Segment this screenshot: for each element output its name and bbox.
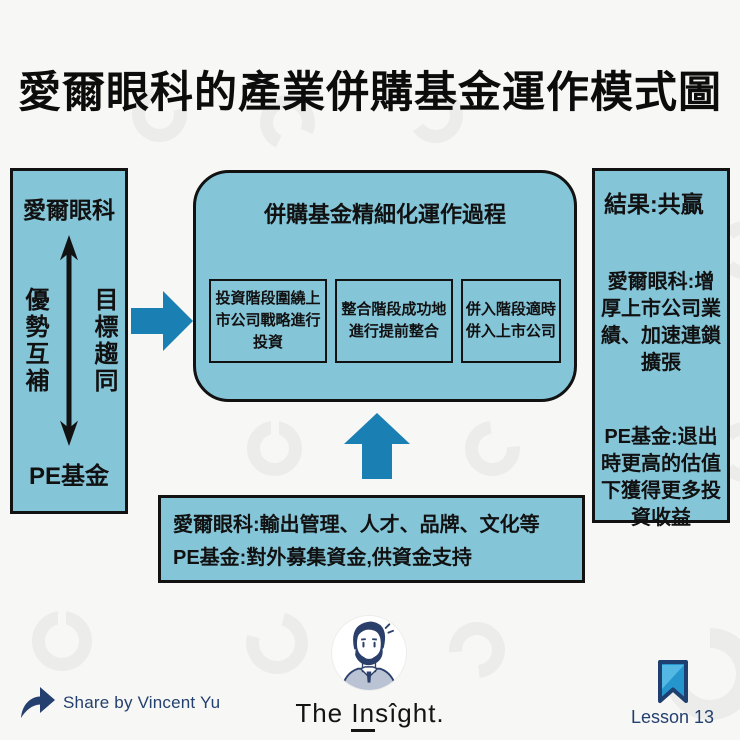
watermark-ring-icon <box>453 409 532 488</box>
flow-arrow-up-icon <box>344 413 410 479</box>
advantage-complement-label: 優勢互補 <box>21 286 48 395</box>
brand-prefix: The <box>295 698 352 728</box>
stage-integration: 整合階段成功地進行提前整合 <box>334 279 453 363</box>
page-title: 愛爾眼科的產業併購基金運作模式圖 <box>18 69 722 117</box>
fund-operation-title: 併購基金精細化運作過程 <box>263 202 506 227</box>
partners-box: 愛爾眼科 優勢互補 目標趨同 PE基金 <box>10 168 128 514</box>
result-aier: 愛爾眼科:增厚上市公司業績、加速連鎖擴張 <box>601 271 721 374</box>
inputs-box: 愛爾眼科:輸出管理、人才、品牌、文化等 PE基金:對外募集資金,供資金支持 <box>158 495 585 583</box>
flow-arrow-right-icon <box>131 291 193 351</box>
share-credit-label: Share by Vincent Yu <box>63 693 221 712</box>
fund-operation-box: 併購基金精細化運作過程 投資階段圍繞上市公司戰略進行投資 整合階段成功地進行提前… <box>193 170 577 402</box>
result-box: 結果:共贏 愛爾眼科:增厚上市公司業績、加速連鎖擴張 PE基金:退出時更高的估值… <box>592 168 730 529</box>
result-pe-fund: PE基金:退出時更高的估值下獲得更多投資收益 <box>601 426 721 529</box>
brand-wordmark: The Insîght. <box>260 698 480 732</box>
bookmark-icon <box>657 660 689 704</box>
two-way-vertical-arrow-icon <box>56 235 82 446</box>
share-icon <box>19 684 57 720</box>
input-pe-fund: PE基金:對外募集資金,供資金支持 <box>173 547 472 569</box>
goal-convergence-label: 目標趨同 <box>90 286 117 395</box>
watermark-ring-icon <box>234 600 320 686</box>
watermark-ring-icon <box>32 609 92 671</box>
stage-investment: 投資階段圍繞上市公司戰略進行投資 <box>209 279 327 363</box>
partner-pe-fund-label: PE基金 <box>28 463 109 490</box>
lesson-label: Lesson 13 <box>630 707 715 727</box>
brand-avatar <box>332 616 406 690</box>
brand-mark: In <box>351 698 376 732</box>
partners-relation-area: 優勢互補 目標趨同 <box>13 225 125 456</box>
partner-aier-label: 愛爾眼科 <box>23 197 115 223</box>
stage-merge-in: 併入階段適時併入上市公司 <box>460 279 561 363</box>
watermark-ring-icon <box>437 610 517 690</box>
input-aier: 愛爾眼科:輸出管理、人才、品牌、文化等 <box>173 514 540 536</box>
watermark-ring-icon <box>247 419 302 476</box>
result-title: 結果:共贏 <box>604 191 704 217</box>
stage-row: 投資階段圍繞上市公司戰略進行投資 整合階段成功地進行提前整合 併入階段適時併入上… <box>209 279 561 363</box>
brand-rest: sîght. <box>375 698 445 728</box>
